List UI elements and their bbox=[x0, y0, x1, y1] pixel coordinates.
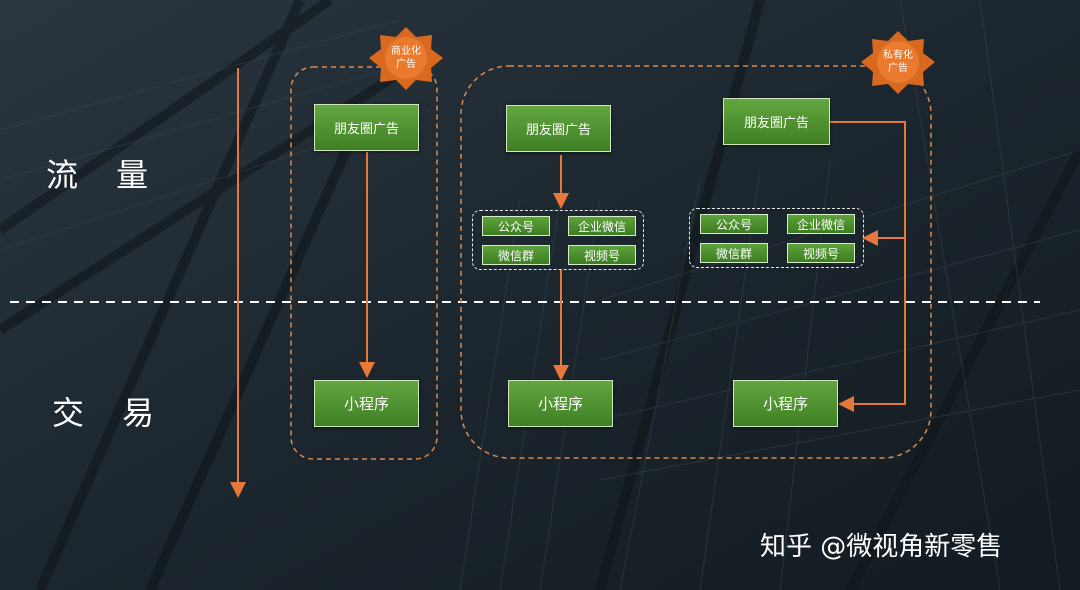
col2-channel-official-account: 公众号 bbox=[482, 216, 550, 236]
row-label-trade: 交 易 bbox=[52, 394, 169, 432]
watermark: 知乎 @微视角新零售 bbox=[760, 532, 1003, 562]
col3-mini-program-box: 小程序 bbox=[733, 380, 838, 427]
commercial-badge-label: 商业化 广告 bbox=[378, 45, 434, 71]
col1-moments-ad-box: 朋友圈广告 bbox=[314, 104, 419, 151]
row-label-traffic: 流 量 bbox=[46, 156, 163, 194]
col2-mini-program-box: 小程序 bbox=[508, 380, 613, 427]
col2-channel-wechat-group: 微信群 bbox=[482, 245, 550, 265]
col3-channel-wecom: 企业微信 bbox=[787, 214, 855, 234]
col3-moments-ad-box: 朋友圈广告 bbox=[723, 98, 830, 145]
col3-channel-channels: 视频号 bbox=[787, 243, 855, 263]
col3-channel-wechat-group: 微信群 bbox=[700, 243, 768, 263]
private-badge-text: 私有化 广告 bbox=[883, 50, 913, 74]
private-badge-label: 私有化 广告 bbox=[870, 49, 926, 75]
col3-channel-official-account: 公众号 bbox=[700, 214, 768, 234]
col2-channels-group bbox=[472, 210, 644, 270]
col3-channels-group bbox=[689, 208, 864, 268]
col1-mini-program-box: 小程序 bbox=[314, 380, 419, 427]
col2-channel-wecom: 企业微信 bbox=[568, 216, 636, 236]
commercial-badge-text: 商业化 广告 bbox=[391, 46, 421, 70]
col2-channel-channels: 视频号 bbox=[568, 245, 636, 265]
col2-moments-ad-box: 朋友圈广告 bbox=[506, 105, 611, 152]
